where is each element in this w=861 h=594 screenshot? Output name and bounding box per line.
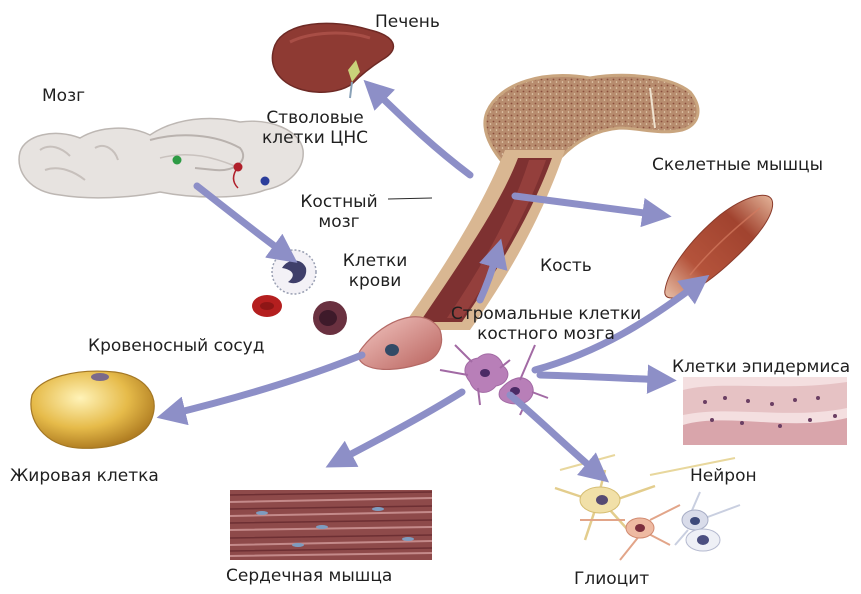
epidermis-tissue bbox=[683, 377, 847, 445]
label-blood-cells: Клетки крови bbox=[335, 251, 415, 291]
blood-cells bbox=[252, 250, 347, 335]
arrow-to-liver bbox=[372, 88, 470, 175]
arrow-to-fat bbox=[168, 355, 362, 415]
label-glial: Глиоцит bbox=[574, 569, 649, 589]
arrow-to-epidermis bbox=[540, 375, 665, 380]
label-bone: Кость bbox=[540, 256, 592, 276]
label-neuron: Нейрон bbox=[690, 466, 757, 486]
heart-muscle-tissue bbox=[230, 490, 432, 560]
label-skeletal-muscle: Скелетные мышцы bbox=[652, 155, 823, 175]
label-blood-vessel: Кровеносный сосуд bbox=[88, 336, 265, 356]
label-brain: Мозг bbox=[42, 86, 85, 106]
arrow-to-heart bbox=[336, 392, 462, 462]
label-liver: Печень bbox=[375, 12, 440, 32]
label-fat-cell: Жировая клетка bbox=[10, 466, 159, 486]
arrow-brain-to-blood bbox=[197, 186, 288, 256]
fat-cell bbox=[31, 371, 154, 448]
blood-vessel bbox=[359, 317, 442, 370]
skeletal-muscle bbox=[665, 195, 773, 298]
label-cns-stem-cells: Стволовые клетки ЦНС bbox=[255, 108, 375, 148]
marrow-leader-line bbox=[388, 198, 432, 199]
label-heart-muscle: Сердечная мышца bbox=[226, 566, 392, 586]
label-bone-marrow: Костный мозг bbox=[294, 192, 384, 232]
arrow-to-neuron bbox=[510, 395, 600, 475]
label-epidermis: Клетки эпидермиса bbox=[672, 357, 850, 377]
label-stromal-cells: Стромальные клетки костного мозга bbox=[446, 304, 646, 344]
stromal-cells bbox=[440, 345, 548, 415]
